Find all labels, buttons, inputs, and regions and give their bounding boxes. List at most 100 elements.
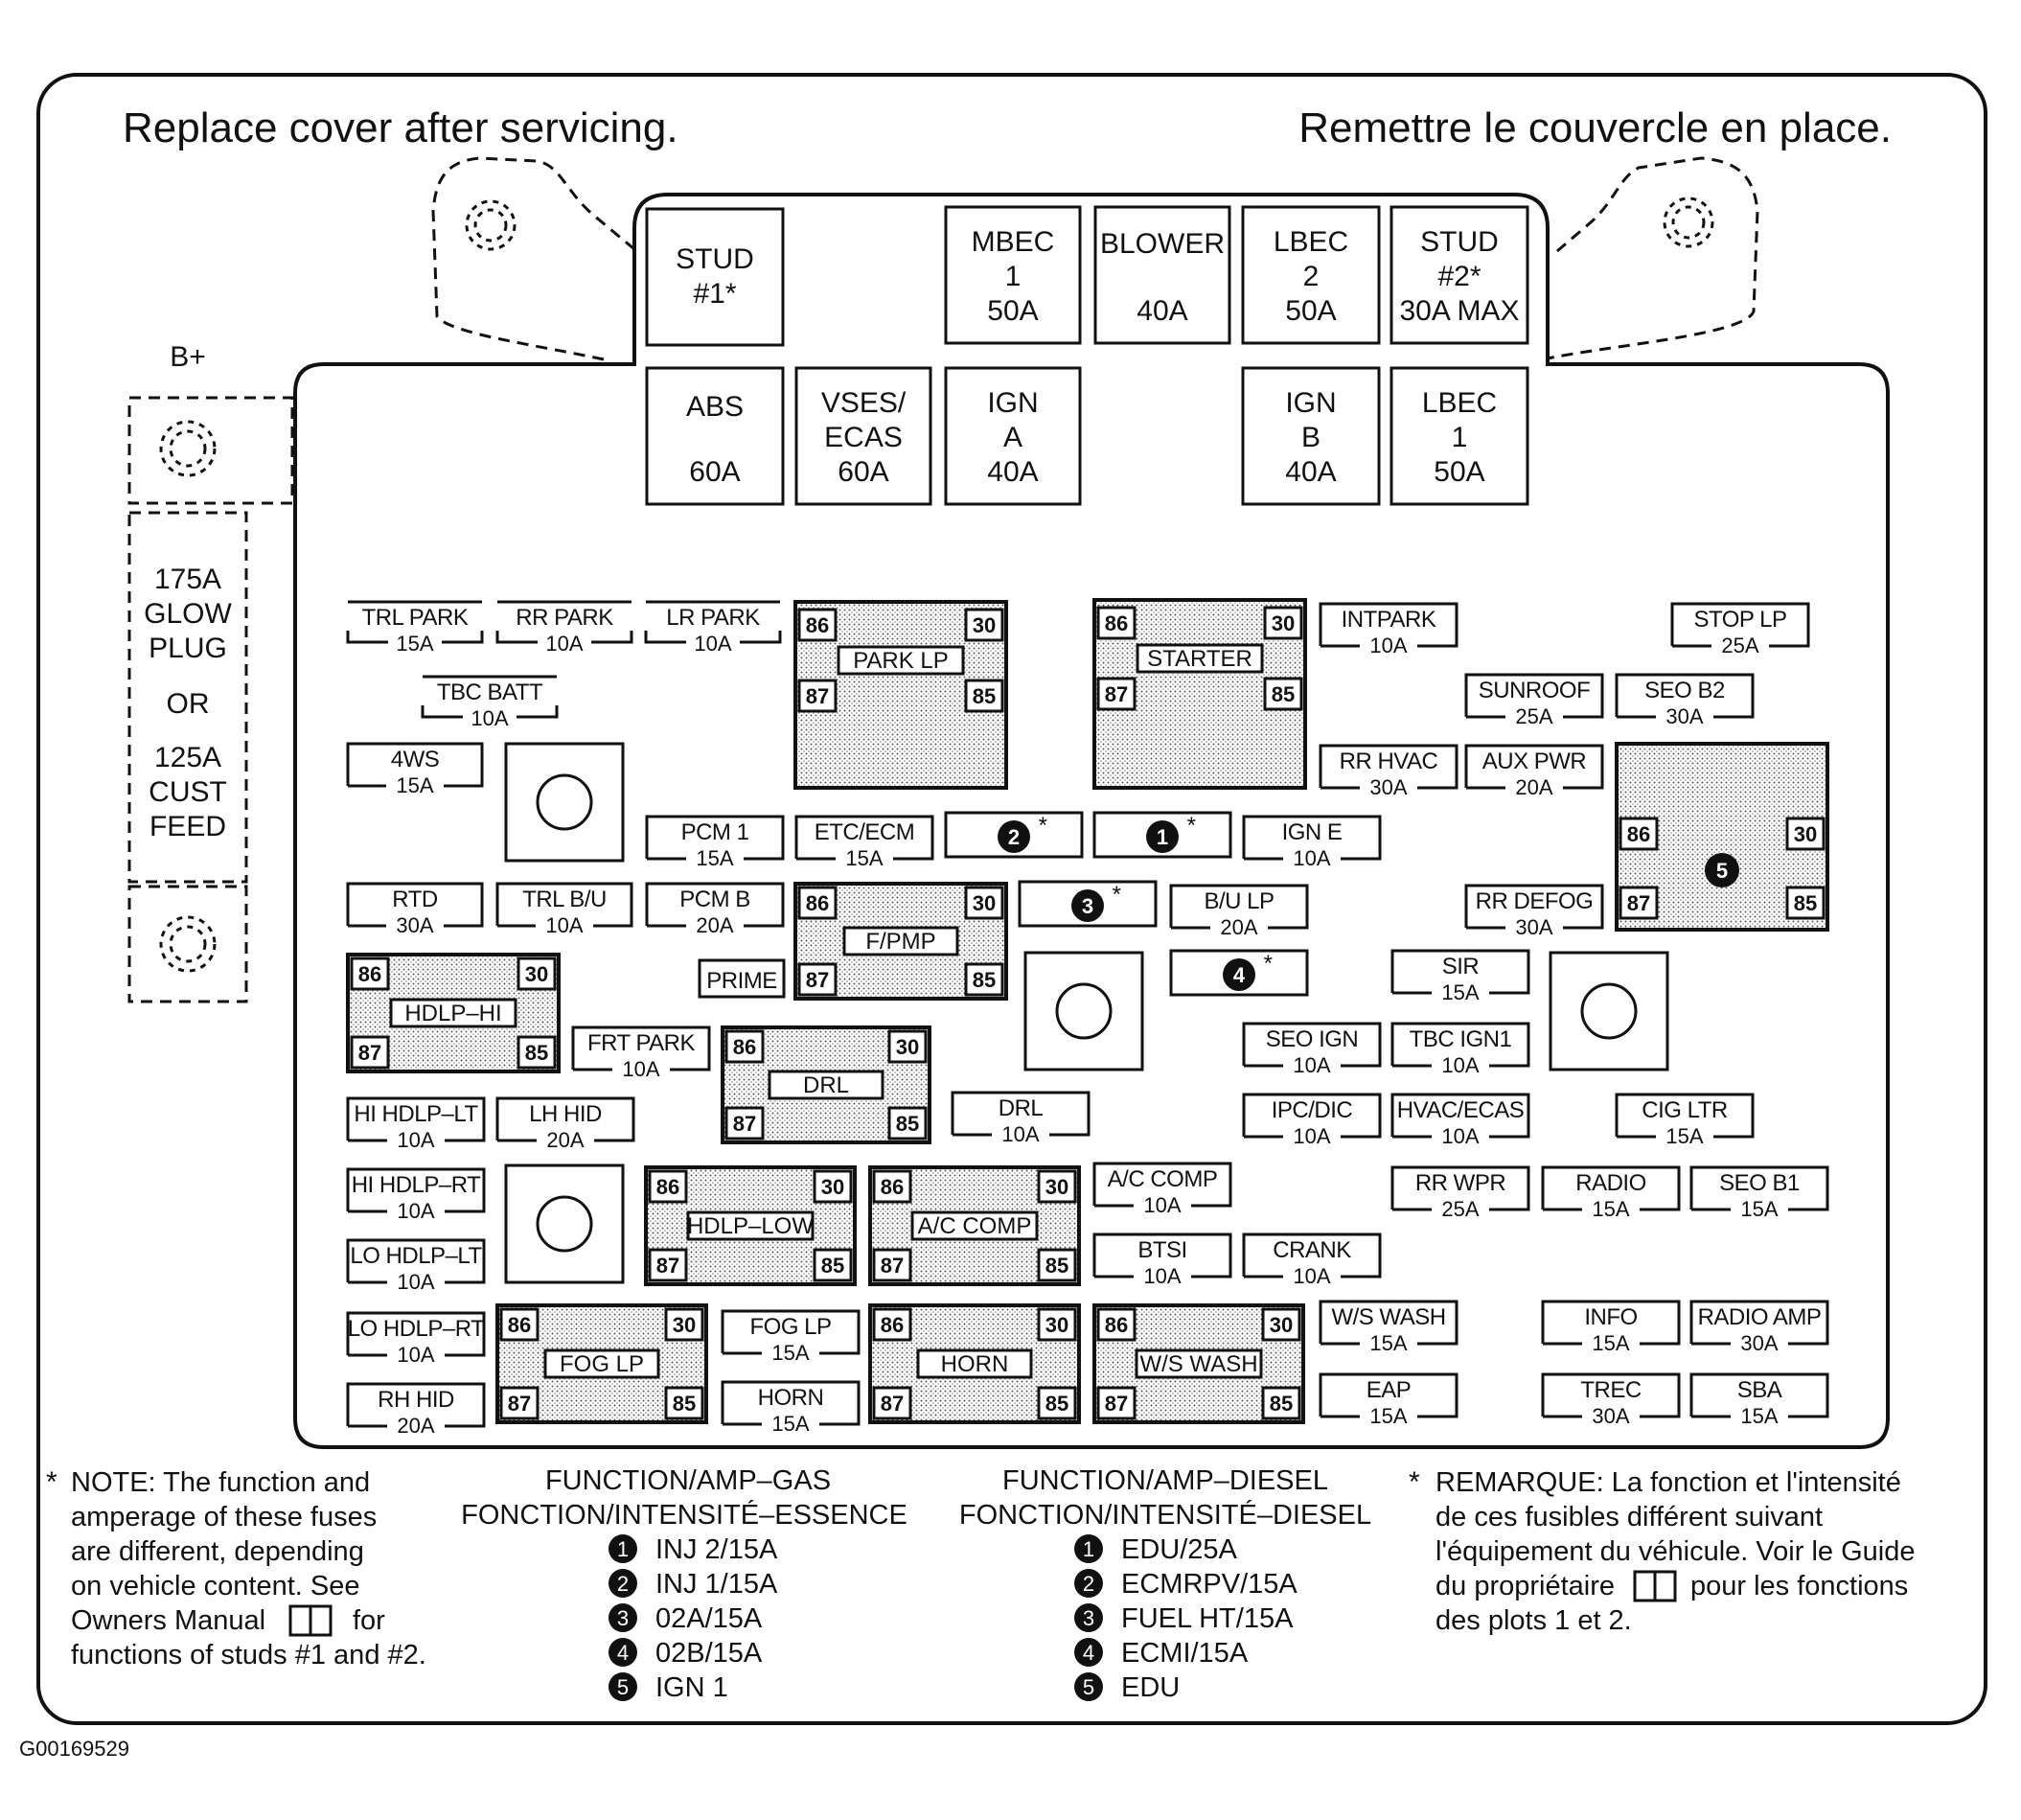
- mini-fuse-btsi[interactable]: [1092, 1233, 1232, 1279]
- number-badge-label: 2: [1008, 825, 1020, 849]
- mini-fuse-tbc-ign1[interactable]: [1390, 1022, 1530, 1068]
- mini-fuse-sunroof[interactable]: [1464, 673, 1604, 719]
- mini-fuse-bu-lp[interactable]: [1169, 884, 1309, 930]
- mini-fuse-amp: 10A: [1293, 846, 1330, 870]
- mini-fuse-hi-hdlp-rt[interactable]: [346, 1167, 486, 1213]
- relay-pin: [664, 1386, 704, 1420]
- maxi-fuse-label: #1*: [693, 278, 736, 310]
- maxi-fuse-stud1[interactable]: [645, 207, 785, 347]
- mini-fuse-prime[interactable]: [698, 958, 786, 999]
- mini-fuse-seo-b2[interactable]: [1615, 673, 1755, 719]
- mini-fuse-fog-lp[interactable]: [721, 1309, 861, 1355]
- mini-fuse-radio[interactable]: [1541, 1165, 1681, 1211]
- relay-pin: [887, 1106, 928, 1140]
- maxi-fuse-lbec2[interactable]: [1241, 205, 1381, 345]
- relay-pin: [517, 956, 557, 991]
- diesel-function: ECMRPV/15A: [1121, 1569, 1298, 1600]
- mini-fuse-rh-hid[interactable]: [346, 1382, 486, 1428]
- relay-pin-label: 86: [881, 1175, 904, 1199]
- relay-pin-label: 86: [358, 962, 381, 986]
- mini-fuse-drl-fuse[interactable]: [951, 1091, 1091, 1137]
- mini-fuse-amp: 25A: [1441, 1197, 1479, 1221]
- number-badge: [998, 820, 1030, 853]
- mini-fuse-rr-wpr[interactable]: [1390, 1165, 1530, 1211]
- side-fuse-label: 125A: [154, 742, 221, 773]
- number-badge: [1071, 889, 1104, 922]
- mini-fuse-crank[interactable]: [1242, 1233, 1382, 1279]
- maxi-fuse-vses[interactable]: [794, 366, 932, 506]
- mini-fuse-ipc-dic[interactable]: [1242, 1093, 1382, 1139]
- mini-fuse-4ws[interactable]: [346, 742, 484, 788]
- mini-fuse-name: LR PARK: [666, 605, 760, 631]
- mini-fuse-trl-park[interactable]: [346, 600, 484, 644]
- maxi-fuse-igna[interactable]: [944, 366, 1082, 506]
- maxi-fuse-mbec1[interactable]: [944, 205, 1082, 345]
- mini-fuse-seo-b1[interactable]: [1689, 1165, 1829, 1211]
- mini-fuse-seo-ign[interactable]: [1242, 1022, 1382, 1068]
- figure-code: G00169529: [19, 1737, 129, 1761]
- mini-fuse-intpark[interactable]: [1319, 602, 1458, 648]
- maxi-fuse-label: STUD: [676, 243, 754, 275]
- mini-fuse-name: TBC IGN1: [1410, 1026, 1512, 1052]
- mini-fuse-lh-hid[interactable]: [495, 1096, 635, 1142]
- maxi-fuse-abs[interactable]: [645, 366, 785, 506]
- mini-fuse-rr-hvac[interactable]: [1319, 744, 1458, 790]
- mini-fuse-lo-hdlp-lt[interactable]: [346, 1238, 486, 1284]
- mini-fuse-radio-amp[interactable]: [1689, 1300, 1829, 1346]
- left-mount-bolt: [465, 199, 517, 251]
- mini-fuse-amp: 10A: [1001, 1122, 1039, 1146]
- mini-fuse-ac-comp-fuse[interactable]: [1092, 1162, 1232, 1208]
- maxi-fuse-lbec1[interactable]: [1389, 366, 1529, 506]
- mini-fuse-stop-lp[interactable]: [1670, 602, 1810, 648]
- relay-pin: [1096, 1386, 1137, 1420]
- mini-fuse-trec[interactable]: [1541, 1372, 1681, 1418]
- mini-fuse-ign-e[interactable]: [1242, 815, 1382, 861]
- mini-fuse-rtd[interactable]: [346, 882, 484, 928]
- mini-fuse-hi-hdlp-lt[interactable]: [346, 1096, 486, 1142]
- maxi-fuse-label: IGN: [1285, 387, 1336, 419]
- relay-pin: [517, 1035, 557, 1070]
- mini-fuse-amp: 15A: [771, 1412, 809, 1436]
- mini-fuse-pcm-b[interactable]: [645, 882, 785, 928]
- mini-fuse-hvac-ecas[interactable]: [1390, 1093, 1530, 1139]
- relay-pin: [724, 1029, 765, 1064]
- mini-fuse-lr-park[interactable]: [644, 600, 782, 644]
- mini-fuse-sba[interactable]: [1689, 1372, 1829, 1418]
- relay-pin: [964, 679, 1004, 713]
- mini-fuse-lo-hdlp-rt[interactable]: [346, 1311, 486, 1357]
- mini-fuse-cig-ltr[interactable]: [1615, 1093, 1755, 1139]
- mini-fuse-rr-defog[interactable]: [1464, 884, 1604, 930]
- mini-fuse-amp: 10A: [397, 1199, 434, 1223]
- mini-fuse-sir[interactable]: [1390, 949, 1530, 995]
- relay-pin-label: 87: [1105, 1392, 1128, 1416]
- mini-fuse-rr-park[interactable]: [495, 600, 633, 644]
- maxi-fuse-blower[interactable]: [1093, 205, 1231, 345]
- mini-fuse-tbc-batt[interactable]: [421, 675, 559, 719]
- number-badge: [1223, 958, 1255, 991]
- maxi-fuse-stud2[interactable]: [1389, 205, 1529, 345]
- mini-fuse-amp: 20A: [696, 913, 733, 937]
- mini-fuse-trl-bu[interactable]: [495, 882, 633, 928]
- mini-fuse-amp: 15A: [1441, 980, 1479, 1004]
- mini-fuse-info[interactable]: [1541, 1300, 1681, 1346]
- mini-fuse-aux-pwr[interactable]: [1464, 744, 1604, 790]
- mini-fuse-amp: 15A: [771, 1341, 809, 1365]
- relay-name: W/S WASH: [1139, 1351, 1257, 1377]
- mini-fuse-pcm1[interactable]: [645, 815, 785, 861]
- gas-number: 5: [617, 1675, 629, 1699]
- mini-fuse-ws-wash-fuse[interactable]: [1319, 1300, 1458, 1346]
- relay-pin-label: 87: [358, 1041, 381, 1065]
- relay-pin-label: 85: [973, 968, 996, 992]
- diesel-number: 2: [1083, 1572, 1094, 1596]
- relay-pin-label: 86: [733, 1035, 756, 1059]
- mini-fuse-horn-fuse[interactable]: [721, 1380, 861, 1426]
- gas-number-badge: [609, 1672, 637, 1701]
- b-plus-bolt-inner: [169, 429, 207, 468]
- maxi-fuse-label: #2*: [1437, 261, 1481, 292]
- mini-fuse-eap[interactable]: [1319, 1372, 1458, 1418]
- mini-fuse-frt-park[interactable]: [571, 1025, 711, 1071]
- maxi-fuse-ignb[interactable]: [1241, 366, 1381, 506]
- mini-fuse-etc-ecm[interactable]: [794, 815, 934, 861]
- relay-pin-label: 87: [881, 1392, 904, 1416]
- mini-fuse-name: HI HDLP–RT: [352, 1172, 481, 1198]
